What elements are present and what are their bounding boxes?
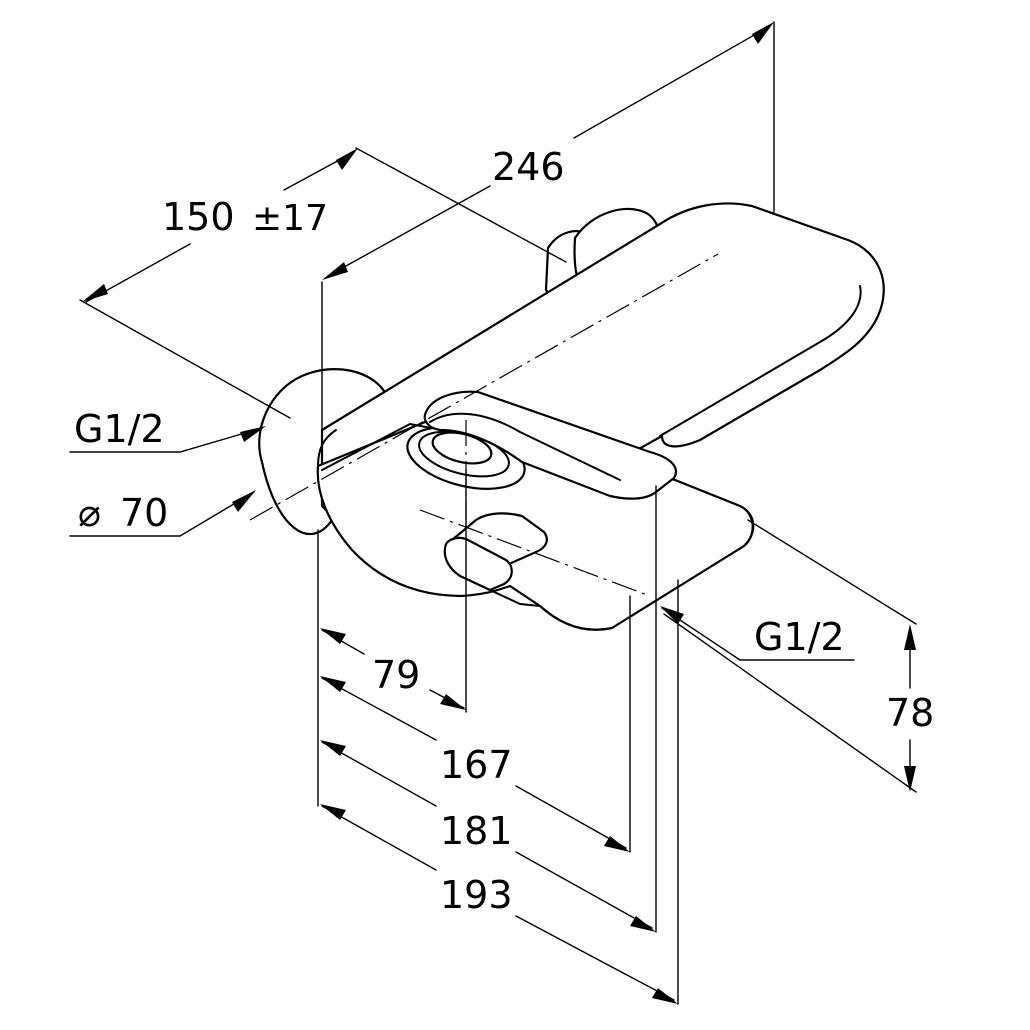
- arrow-head: [604, 836, 630, 852]
- dim-label-g12-right: G1/2: [754, 615, 845, 659]
- dim-label-193: 193: [440, 873, 513, 917]
- callout-outlet-thread: G1/2: [660, 606, 855, 661]
- dim-label-181: 181: [440, 809, 513, 853]
- arrow-head: [652, 988, 678, 1004]
- arrow-head: [320, 740, 346, 756]
- callout-inlet-thread: G1/2: [69, 407, 266, 453]
- dimension-150: 150 ±17: [79, 147, 567, 419]
- dim-label-g12-left: G1/2: [74, 407, 165, 451]
- arrow-head: [322, 262, 348, 280]
- arrow-head: [752, 22, 774, 44]
- extension-lines: [317, 469, 679, 1005]
- arrow-head: [320, 676, 346, 692]
- arrow-head: [660, 606, 684, 624]
- dim-label-70: 70: [120, 491, 168, 535]
- dim-label-79: 79: [372, 653, 420, 697]
- dimension-181: 181: [320, 740, 656, 932]
- dim-diameter-symbol: ⌀: [78, 491, 101, 535]
- dim-label-167: 167: [440, 743, 513, 787]
- arrow-head: [240, 426, 266, 442]
- arrow-head: [320, 628, 346, 644]
- mixer-body: [316, 202, 885, 631]
- arrow-head: [440, 694, 466, 710]
- arrow-head: [320, 804, 346, 820]
- arrow-head: [904, 766, 916, 792]
- dimension-78: 78: [663, 519, 934, 793]
- dimension-167: 167: [320, 676, 630, 852]
- dim-label-150: 150: [162, 195, 235, 239]
- arrow-head: [630, 916, 656, 932]
- dim-tolerance: ±17: [252, 198, 328, 239]
- spout-outlet: [443, 512, 548, 607]
- arrow-head: [336, 148, 358, 170]
- dimension-246: 246: [321, 21, 775, 431]
- dimension-79: 79: [320, 628, 466, 710]
- dimension-193: 193: [320, 804, 678, 1004]
- arrow-head: [904, 624, 916, 650]
- arrow-head: [82, 284, 108, 302]
- callout-rosette-diameter: ⌀ 70: [69, 490, 256, 537]
- dim-label-246: 246: [492, 145, 565, 189]
- arrow-head: [232, 490, 256, 512]
- lever-handle: [423, 390, 677, 500]
- dim-label-78: 78: [886, 691, 934, 735]
